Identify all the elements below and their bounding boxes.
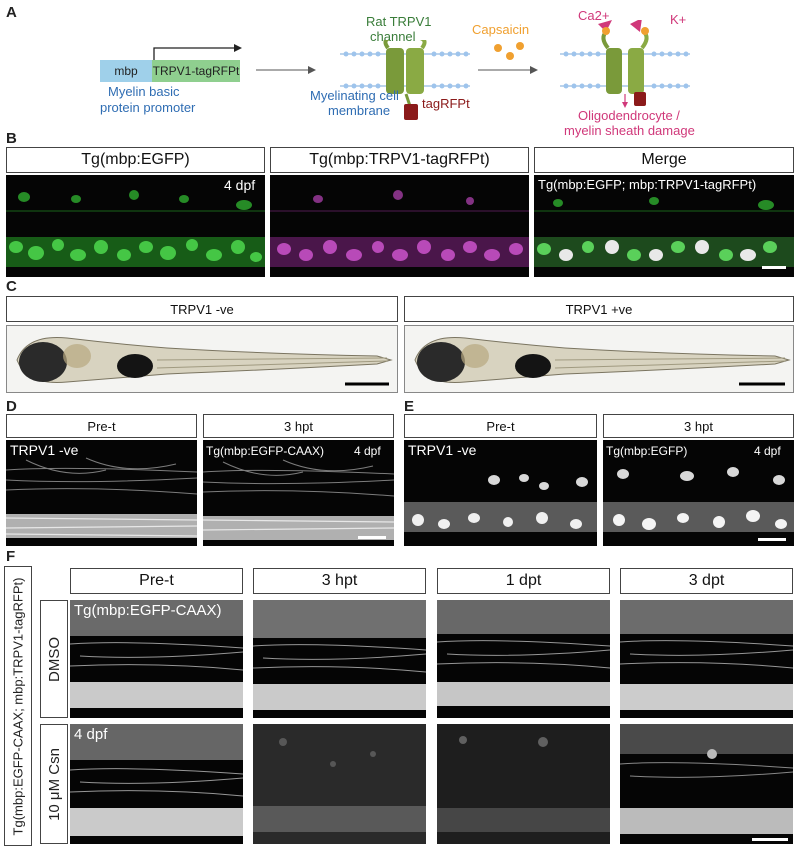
panel-c-header-neg: TRPV1 -ve	[6, 296, 398, 322]
genotype-text: Tg(mbp:EGFP-CAAX; mbp:TRPV1-tagRFPt)	[10, 577, 26, 835]
row-label-dmso: DMSO	[40, 600, 68, 718]
header-text: Merge	[641, 151, 687, 168]
overlay-f-genotype: Tg(mbp:EGFP-CAAX)	[74, 602, 222, 619]
promoter-box-label: mbp	[114, 64, 138, 78]
header-text: 1 dpt	[505, 572, 542, 589]
panel-c-header-pos: TRPV1 +ve	[404, 296, 794, 322]
panel-letter-f: F	[6, 548, 16, 565]
transgene-box: TRPV1-tagRFPt	[152, 60, 240, 82]
panel-letter-b: B	[6, 130, 17, 147]
micrograph-f-dmso-3hpt	[253, 600, 426, 718]
arrow-a2	[478, 66, 538, 74]
membrane-channel-1	[340, 40, 470, 120]
panel-letter-e: E	[404, 398, 415, 415]
panel-b-header-trpv1: Tg(mbp:TRPV1-tagRFPt)	[270, 147, 529, 173]
overlay-f-age: 4 dpf	[74, 726, 108, 743]
header-text: Pre-t	[87, 418, 116, 434]
panel-d-header-pre: Pre-t	[6, 414, 197, 438]
channel-label-1: Rat TRPV1	[366, 14, 432, 29]
row-label-text: DMSO	[45, 636, 63, 682]
overlay-e-age: 4 dpf	[754, 444, 781, 458]
micrograph-d-3hpt	[203, 440, 394, 546]
promoter-caption-1: Myelin basic	[108, 84, 180, 99]
header-text: 3 hpt	[684, 418, 713, 434]
micrograph-b-trpv1	[270, 175, 529, 277]
header-text: TRPV1 -ve	[170, 301, 234, 317]
row-label-text: 10 μM Csn	[45, 747, 63, 821]
panel-b-header-merge: Merge	[534, 147, 794, 173]
ion-ca-label: Ca2+	[578, 8, 610, 23]
micrograph-f-csn-3hpt	[253, 724, 426, 844]
micrograph-b-merge	[534, 175, 794, 277]
outcome-line-2: myelin sheath damage	[564, 123, 695, 138]
capsaicin-molecules	[494, 42, 524, 60]
row-label-csn: 10 μM Csn	[40, 724, 68, 844]
header-text: Tg(mbp:TRPV1-tagRFPt)	[309, 151, 490, 168]
header-text: 3 hpt	[284, 418, 313, 434]
micrograph-f-csn-3dpt	[620, 724, 793, 844]
membrane-label-1: Myelinating cell	[310, 88, 399, 103]
membrane-label-2: membrane	[328, 103, 391, 118]
scale-bar-e	[758, 538, 786, 541]
header-text: 3 hpt	[321, 572, 358, 589]
membrane-channel-2	[560, 20, 690, 108]
micrograph-f-dmso-pre	[70, 600, 243, 718]
overlay-d-neg: TRPV1 -ve	[10, 442, 79, 458]
header-text: Pre-t	[139, 572, 174, 589]
outcome-line-1: Oligodendrocyte /	[578, 108, 680, 123]
panel-f-header-3hpt: 3 hpt	[253, 568, 426, 594]
promoter-caption-2: protein promoter	[100, 100, 196, 115]
tag-label: tagRFPt	[422, 96, 470, 111]
overlay-e-genotype: Tg(mbp:EGFP)	[606, 444, 688, 458]
brightfield-larva-pos	[404, 325, 794, 393]
micrograph-d-pre	[6, 440, 197, 546]
panel-f-genotype-label: Tg(mbp:EGFP-CAAX; mbp:TRPV1-tagRFPt)	[4, 566, 32, 846]
micrograph-f-dmso-3dpt	[620, 600, 793, 718]
channel-label-2: channel	[370, 29, 416, 44]
panel-f-header-1dpt: 1 dpt	[437, 568, 610, 594]
panel-d-header-3hpt: 3 hpt	[203, 414, 394, 438]
transgene-box-label: TRPV1-tagRFPt	[152, 64, 240, 78]
overlay-e-neg: TRPV1 -ve	[408, 442, 477, 458]
arrow-a1	[256, 66, 316, 74]
micrograph-e-pre	[404, 440, 597, 546]
panel-b-header-egfp: Tg(mbp:EGFP)	[6, 147, 265, 173]
panel-a-construct: mbp TRPV1-tagRFPt	[100, 42, 242, 82]
header-text: TRPV1 +ve	[565, 301, 633, 317]
brightfield-larva-neg	[6, 325, 398, 393]
transcription-arrow	[153, 44, 242, 60]
promoter-box: mbp	[100, 60, 152, 82]
panel-e-header-3hpt: 3 hpt	[603, 414, 794, 438]
header-text: Tg(mbp:EGFP)	[81, 151, 190, 168]
overlay-d-age: 4 dpf	[354, 444, 381, 458]
agonist-label: Capsaicin	[472, 22, 530, 37]
panel-e-header-pre: Pre-t	[404, 414, 597, 438]
overlay-d-genotype: Tg(mbp:EGFP-CAAX)	[206, 444, 325, 458]
micrograph-f-dmso-1dpt	[437, 600, 610, 718]
micrograph-f-csn-pre	[70, 724, 243, 844]
scale-bar-f	[752, 838, 788, 841]
scale-bar-d	[358, 536, 386, 539]
panel-letter-d: D	[6, 398, 17, 415]
panel-letter-a: A	[6, 4, 17, 21]
overlay-age-b: 4 dpf	[224, 177, 256, 193]
panel-f-header-3dpt: 3 dpt	[620, 568, 793, 594]
overlay-merge-genotype: Tg(mbp:EGFP; mbp:TRPV1-tagRFPt)	[538, 177, 757, 192]
header-text: Pre-t	[486, 418, 515, 434]
panel-f-header-pre: Pre-t	[70, 568, 243, 594]
ion-k-label: K+	[670, 12, 687, 27]
scale-bar-b	[762, 266, 786, 269]
micrograph-b-egfp	[6, 175, 265, 277]
panel-letter-c: C	[6, 278, 17, 295]
header-text: 3 dpt	[688, 572, 725, 589]
micrograph-e-3hpt	[603, 440, 794, 546]
micrograph-f-csn-1dpt	[437, 724, 610, 844]
